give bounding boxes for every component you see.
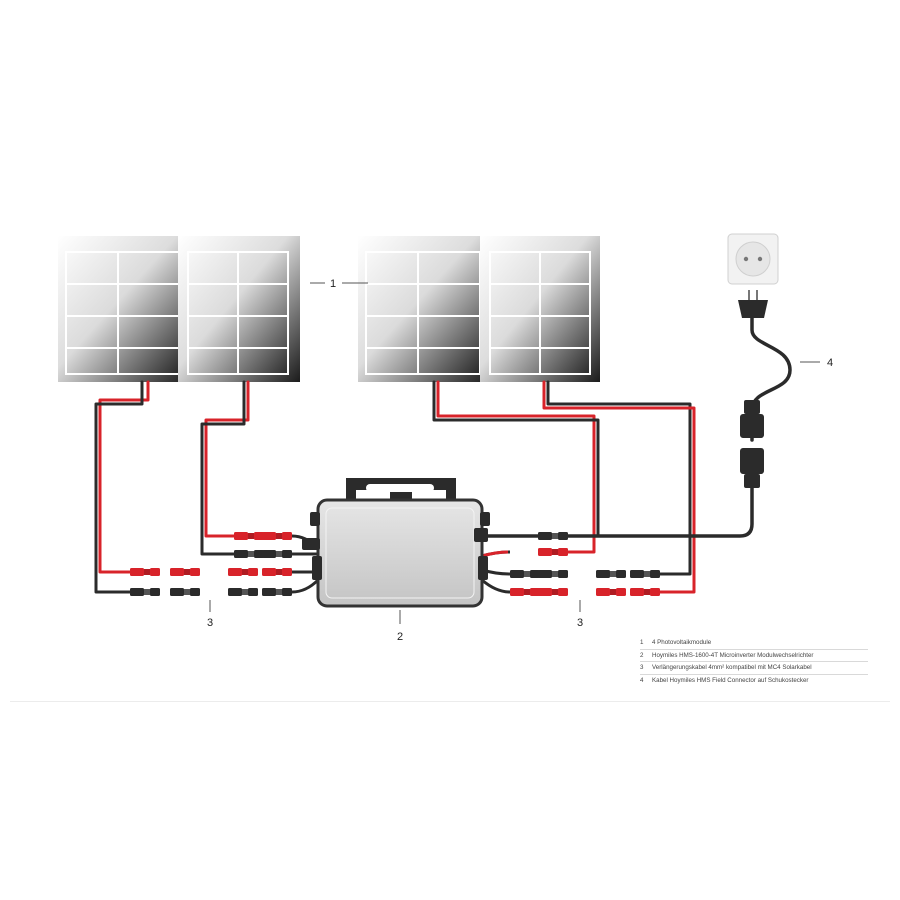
- solar-panel-2: [178, 236, 300, 382]
- schuko-socket: [727, 233, 779, 285]
- callout-label-2: 2: [397, 631, 403, 643]
- legend-item-4: 4 Kabel Hoymiles HMS Field Connector auf…: [640, 675, 868, 687]
- legend-item-2: 2 Hoymiles HMS-1600-4T Microinverter Mod…: [640, 650, 868, 662]
- legend-item-3: 3 Verlängerungskabel 4mm² kompatibel mit…: [640, 662, 868, 675]
- schuko-plug: [738, 290, 768, 318]
- callout-4: 4: [800, 357, 833, 369]
- extension-cables-left: [130, 532, 320, 596]
- callout-1: 1: [310, 278, 368, 290]
- dc-cables: [94, 314, 792, 594]
- legend-number: 4: [640, 676, 644, 684]
- legend-text: 4 Photovoltaikmodule: [652, 639, 712, 647]
- solar-panel-4: [480, 236, 600, 382]
- legend-number: 2: [640, 651, 644, 659]
- legend-text: Verlängerungskabel 4mm² kompatibel mit M…: [652, 664, 812, 672]
- solar-panel-3: [358, 236, 490, 382]
- floor-line: [10, 701, 890, 702]
- solar-panel-1: [58, 236, 190, 382]
- callout-3-left: 3: [207, 600, 213, 629]
- callout-label-1: 1: [330, 278, 336, 290]
- legend: 1 4 Photovoltaikmodule 2 Hoymiles HMS-16…: [640, 637, 868, 686]
- callout-3-right: 3: [577, 600, 583, 629]
- legend-text: Hoymiles HMS-1600-4T Microinverter Modul…: [652, 651, 814, 659]
- legend-text: Kabel Hoymiles HMS Field Connector auf S…: [652, 676, 809, 684]
- callout-2: 2: [397, 610, 403, 643]
- callout-label-3-left: 3: [207, 617, 213, 629]
- legend-number: 1: [640, 639, 644, 647]
- legend-item-1: 1 4 Photovoltaikmodule: [640, 637, 868, 650]
- extension-cables-right: [481, 532, 660, 596]
- legend-number: 3: [640, 664, 644, 672]
- callout-label-3-right: 3: [577, 617, 583, 629]
- callout-label-4: 4: [827, 357, 833, 369]
- microinverter: [302, 478, 490, 608]
- field-connector: [740, 400, 764, 488]
